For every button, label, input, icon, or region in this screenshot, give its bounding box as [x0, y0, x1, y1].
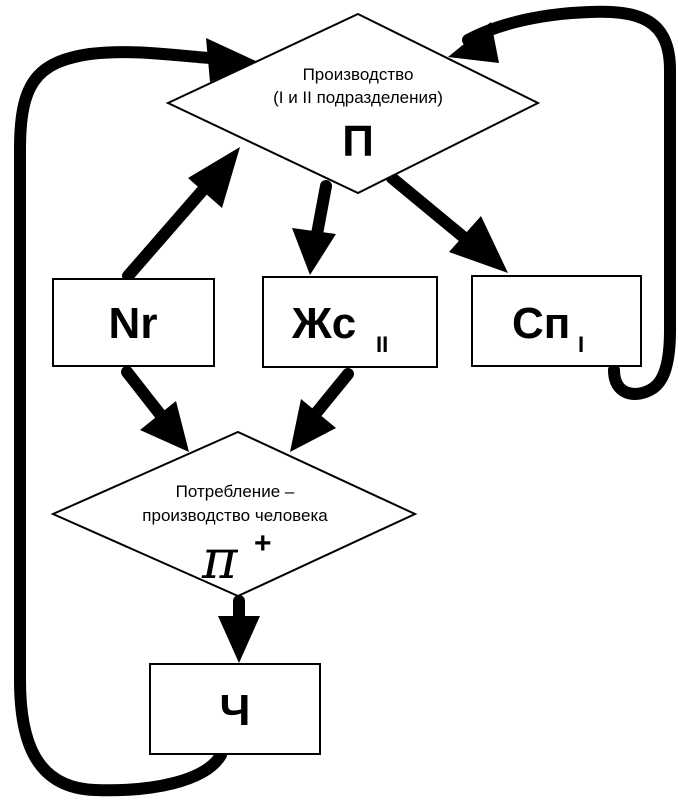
box-zhs-label: Жс [291, 299, 356, 348]
arrow-head-ch [218, 616, 260, 663]
box-ch-label: Ч [220, 686, 251, 735]
production-title: Производство [303, 65, 414, 84]
box-nr-label: Nr [109, 299, 158, 348]
arrow-nr-to-production [122, 177, 215, 282]
arrow-head-sp [449, 216, 508, 273]
production-diamond [165, 12, 541, 195]
consumption-subtitle: производство человека [142, 506, 328, 525]
consumption-symbol: π [201, 528, 239, 591]
production-node: Производство (I и II подразделения) П [165, 12, 541, 195]
arrow-production-to-zhs [311, 180, 332, 240]
arrow-nr-to-consumption [121, 366, 169, 424]
arrow-head-consumption-right [290, 399, 336, 452]
production-subtitle: (I и II подразделения) [273, 88, 443, 107]
consumption-node: Потребление – производство человека π + [50, 430, 418, 598]
box-sp-subscript: I [578, 332, 584, 357]
box-ch: Ч [149, 663, 321, 755]
arrow-zhs-to-consumption [311, 368, 354, 418]
arrow-head-production-left [206, 38, 258, 82]
consumption-symbol-plus: + [254, 527, 272, 560]
arrow-head-consumption-left [140, 401, 189, 452]
consumption-diamond [50, 430, 418, 598]
box-nr: Nr [52, 278, 215, 367]
box-zhs-subscript: II [376, 332, 388, 357]
arrow-head-production-from-nr [188, 147, 240, 208]
box-sp-label: Сп [512, 299, 570, 348]
production-symbol: П [342, 117, 374, 166]
loop-ch-to-production [14, 46, 227, 797]
arrow-head-zhs [292, 228, 336, 275]
box-zhs: Жс II [262, 276, 438, 368]
arrow-production-to-sp [386, 172, 473, 246]
loop-sp-to-production [462, 5, 676, 400]
arrow-head-production-right [448, 22, 499, 63]
consumption-title: Потребление – [176, 482, 295, 501]
box-sp: Сп I [471, 275, 642, 367]
